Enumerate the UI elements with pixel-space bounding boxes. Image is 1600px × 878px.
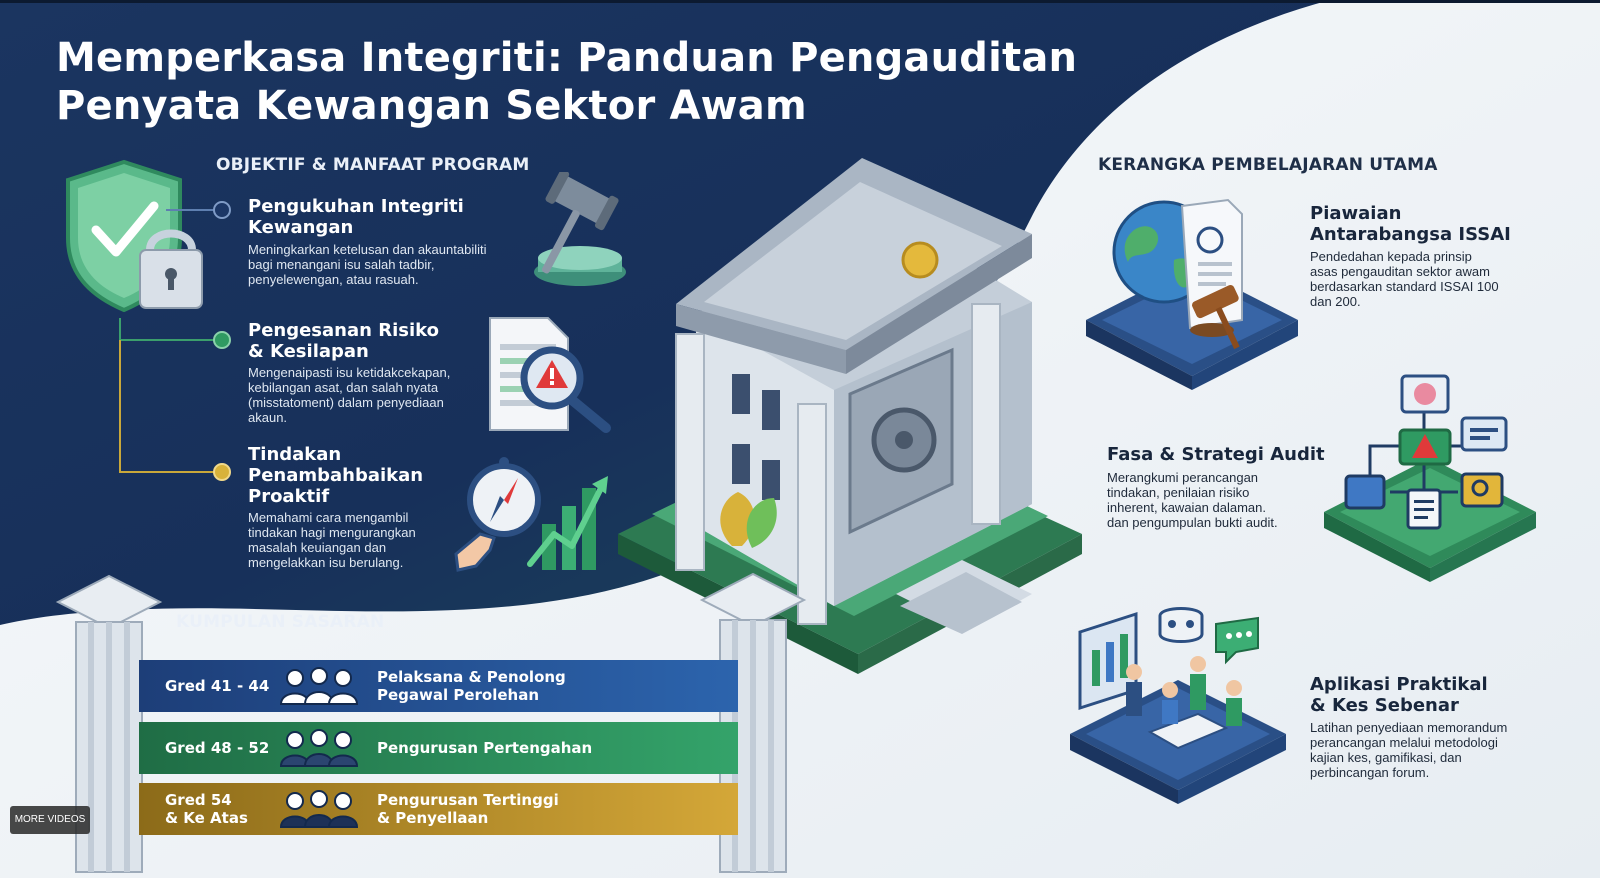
- framework-1-desc: Pendedahan kepada prinsip asas pengaudit…: [1310, 249, 1499, 309]
- title-line-2: Penyata Kewangan Sektor Awam: [56, 83, 807, 129]
- band-group-label: Pengurusan Pertengahan: [377, 739, 593, 757]
- band-group-label: Pengurusan Tertinggi & Penyellaan: [377, 791, 559, 827]
- globe-document-gavel-icon: [1086, 198, 1298, 390]
- band-grade-label: Gred 48 - 52: [165, 739, 270, 757]
- target-band-grade-48-52: Gred 48 - 52 Pengurusan Pertengahan: [139, 722, 738, 774]
- group-managers-icon: [279, 729, 359, 767]
- objective-3-desc: Memahami cara mengambil tindakan hagi me…: [248, 510, 416, 570]
- framework-1-title: Piawaian Antarabangsa ISSAI: [1310, 203, 1511, 245]
- audit-flowchart-icon: [1324, 374, 1536, 582]
- framework-3-title: Aplikasi Praktikal & Kes Sebenar: [1310, 674, 1488, 716]
- gavel-icon: [534, 172, 626, 286]
- shield-lock-icon: [66, 159, 203, 313]
- objectives-heading: OBJEKTIF & MANFAAT PROGRAM: [216, 155, 530, 175]
- band-grade-label: Gred 41 - 44: [165, 677, 270, 695]
- timeline-dot-1: [213, 201, 231, 219]
- objective-3-title: Tindakan Penambahbaikan Proaktif: [248, 444, 424, 507]
- group-executives-icon: [279, 790, 359, 828]
- timeline-dot-2: [213, 331, 231, 349]
- document-magnifier-warning-icon: [489, 317, 611, 433]
- target-band-grade-41-44: Gred 41 - 44 Pelaksana & Penolong Pegawa…: [139, 660, 738, 712]
- more-videos-button[interactable]: MORE VIDEOS: [10, 806, 90, 834]
- framework-2-title: Fasa & Strategi Audit: [1107, 444, 1325, 465]
- objectives-timeline: [119, 201, 231, 481]
- left-pillar: [55, 574, 163, 873]
- objective-2-desc: Mengenaipasti isu ketidakcekapan, kebila…: [248, 365, 451, 425]
- bank-building-illustration: [618, 158, 1082, 674]
- framework-heading: KERANGKA PEMBELAJARAN UTAMA: [1098, 155, 1438, 175]
- team-collaboration-icon: [1070, 607, 1286, 804]
- band-grade-label: Gred 54 & Ke Atas: [165, 791, 248, 827]
- objective-2-title: Pengesanan Risiko & Kesilapan: [248, 320, 439, 362]
- band-group-label: Pelaksana & Penolong Pegawal Perolehan: [377, 668, 566, 704]
- target-band-grade-54-above: Gred 54 & Ke Atas Pengurusan Tertinggi &…: [139, 783, 738, 835]
- timeline-dot-3: [213, 463, 231, 481]
- target-heading: KUMPULAN SASARAN: [176, 612, 385, 632]
- framework-3-desc: Latihan penyediaan memorandum perancanga…: [1310, 720, 1508, 780]
- group-people-icon: [279, 667, 359, 705]
- framework-2-desc: Merangkumi perancangan tindakan, penilai…: [1107, 470, 1278, 530]
- objective-1-title: Pengukuhan Integriti Kewangan: [248, 196, 464, 238]
- objective-1-desc: Meningkarkan ketelusan dan akauntabiliti…: [248, 242, 487, 287]
- page-title: Memperkasa Integriti: Panduan Pengaudita…: [56, 34, 1116, 130]
- title-line-1: Memperkasa Integriti: Panduan Pengaudita…: [56, 35, 1078, 81]
- compass-growth-chart-icon: [454, 457, 608, 572]
